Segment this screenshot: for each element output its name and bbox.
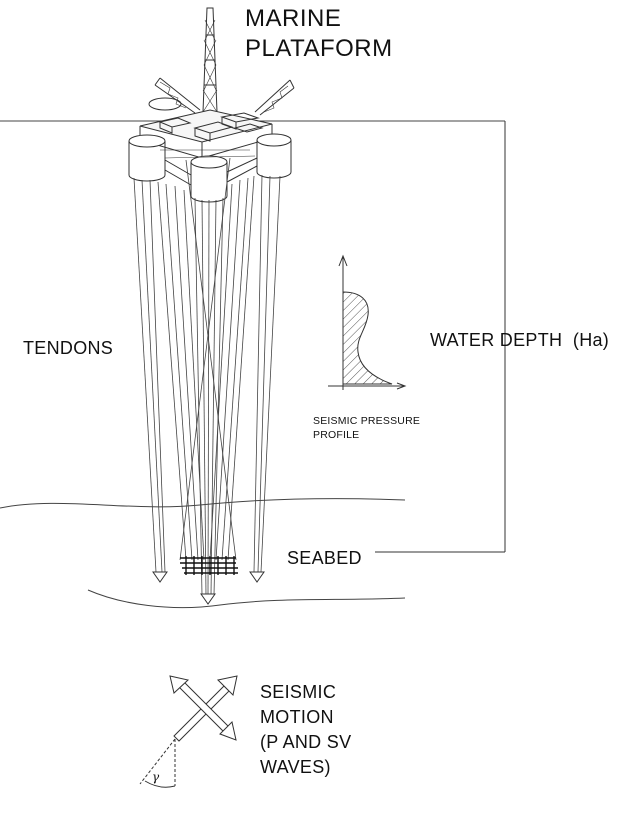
seismic-motion-label-line4: WAVES): [260, 757, 331, 777]
tendons-group: [133, 157, 281, 596]
gamma-angle-label: γ: [152, 770, 160, 784]
seismic-motion-label-line1: SEISMIC: [260, 682, 337, 702]
seismic-motion-arrows-icon: [169, 675, 238, 742]
seismic-motion-label-line3: (P AND SV: [260, 732, 352, 752]
tendon-anchor-arrows: [152, 571, 265, 605]
seismic-motion-label-line2: MOTION: [260, 707, 334, 727]
water-depth-bracket: [375, 121, 506, 553]
pressure-profile-label-line2: PROFILE: [313, 429, 360, 441]
pressure-profile-label-line1: SEISMIC PRESSURE: [313, 415, 421, 427]
seabed-line-lower: [87, 589, 406, 609]
platform-title-line2: PLATAFORM: [245, 35, 393, 62]
platform-title-line1: MARINE: [245, 5, 342, 32]
pressure-profile-icon: [328, 254, 407, 390]
seabed-label: SEABED: [287, 548, 362, 568]
tendons-label: TENDONS: [23, 338, 114, 358]
seabed-template-grid: [180, 556, 238, 575]
angle-indicator: [139, 738, 176, 788]
water-depth-label: WATER DEPTH (Ha): [430, 330, 610, 350]
seabed-line-upper: [0, 498, 406, 509]
platform-icon: [128, 7, 295, 203]
